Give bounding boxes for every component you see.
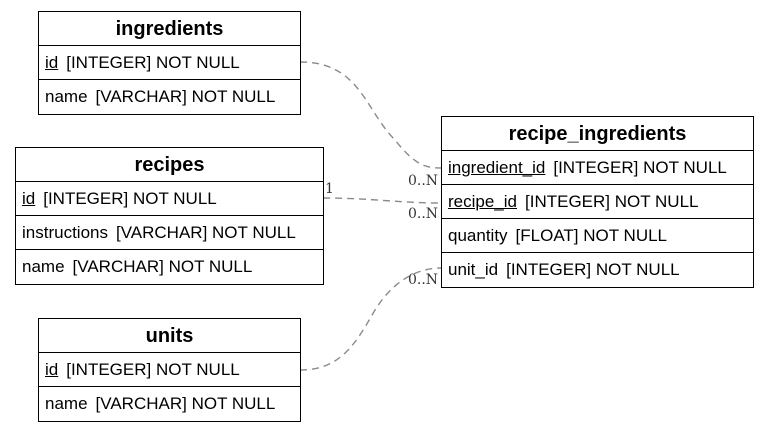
column-type: [INTEGER] NOT NULL — [525, 192, 699, 211]
column-type: [INTEGER] NOT NULL — [43, 189, 217, 208]
column-name: name — [45, 394, 88, 413]
relation-recipes-recipe-ingredients — [322, 197, 442, 204]
column-type: [INTEGER] NOT NULL — [553, 158, 727, 177]
column-name: id — [45, 360, 59, 379]
column-type: [VARCHAR] NOT NULL — [115, 223, 296, 242]
column-row-name: name [VARCHAR] NOT NULL — [39, 80, 300, 114]
column-type: [VARCHAR] NOT NULL — [95, 394, 276, 413]
entity-title: recipe_ingredients — [442, 117, 753, 151]
cardinality-ingredients-many: 0..N — [408, 173, 438, 189]
entity-title: units — [39, 319, 300, 353]
column-type: [INTEGER] NOT NULL — [66, 53, 240, 72]
column-row-recipe-id: recipe_id [INTEGER] NOT NULL — [442, 185, 753, 219]
column-row-id: id [INTEGER] NOT NULL — [39, 353, 300, 387]
cardinality-recipes-one: 1 — [325, 181, 334, 197]
cardinality-recipes-many: 0..N — [408, 206, 438, 222]
entity-title: recipes — [16, 148, 323, 182]
column-name: name — [45, 87, 88, 106]
column-name: id — [45, 53, 59, 72]
column-row-quantity: quantity [FLOAT] NOT NULL — [442, 219, 753, 253]
column-name: ingredient_id — [448, 158, 546, 177]
column-name: id — [22, 189, 36, 208]
column-row-ingredient-id: ingredient_id [INTEGER] NOT NULL — [442, 151, 753, 185]
column-type: [VARCHAR] NOT NULL — [95, 87, 276, 106]
column-name: quantity — [448, 226, 508, 245]
column-name: unit_id — [448, 260, 499, 279]
column-row-id: id [INTEGER] NOT NULL — [16, 182, 323, 216]
column-name: instructions — [22, 223, 108, 242]
column-row-name: name [VARCHAR] NOT NULL — [16, 250, 323, 284]
column-row-name: name [VARCHAR] NOT NULL — [39, 387, 300, 421]
column-type: [VARCHAR] NOT NULL — [72, 257, 253, 276]
column-name: name — [22, 257, 65, 276]
entity-recipe-ingredients[interactable]: recipe_ingredients ingredient_id [INTEGER… — [441, 116, 754, 288]
column-name: recipe_id — [448, 192, 517, 211]
column-row-instructions: instructions [VARCHAR] NOT NULL — [16, 216, 323, 250]
column-type: [FLOAT] NOT NULL — [515, 226, 668, 245]
column-type: [INTEGER] NOT NULL — [66, 360, 240, 379]
entity-ingredients[interactable]: ingredients id [INTEGER] NOT NULL name [VA… — [38, 11, 301, 115]
entity-units[interactable]: units id [INTEGER] NOT NULL name [VARCHAR]… — [38, 318, 301, 422]
entity-title: ingredients — [39, 12, 300, 46]
column-row-id: id [INTEGER] NOT NULL — [39, 46, 300, 80]
column-row-unit-id: unit_id [INTEGER] NOT NULL — [442, 253, 753, 287]
entity-recipes[interactable]: recipes id [INTEGER] NOT NULL instruction… — [15, 147, 324, 285]
column-type: [INTEGER] NOT NULL — [506, 260, 680, 279]
cardinality-units-many: 0..N — [408, 272, 438, 288]
